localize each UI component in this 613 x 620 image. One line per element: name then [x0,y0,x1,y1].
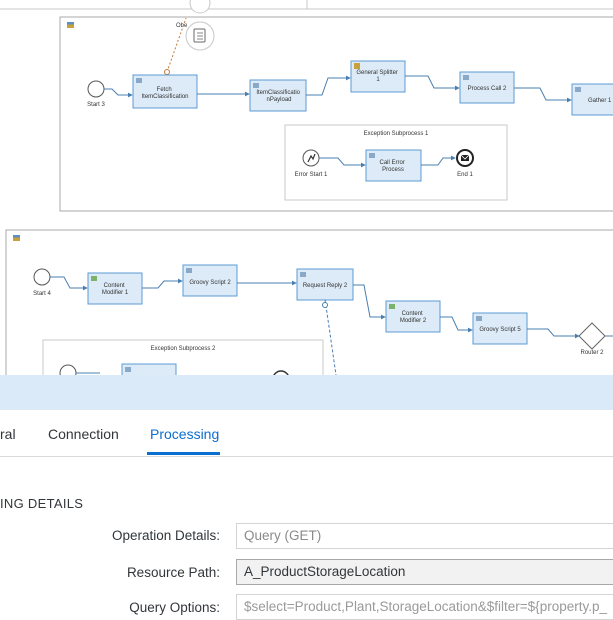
task-call-error-process[interactable] [365,149,422,182]
document-icon [193,28,206,43]
task-icon [91,276,97,281]
properties-header-band [0,375,613,410]
task-label: ItemClassificatio nPayload [256,90,301,103]
lane-2-icon [13,235,20,241]
task-label-line: nPayload [266,97,291,103]
task-fetch-itemclassification[interactable] [132,74,198,109]
task-label-line: ItemClassification [141,94,188,100]
splitter-icon [354,63,360,69]
task-icon [186,268,192,273]
task-icon [575,87,581,92]
task-label: Request Reply 2 [303,283,348,289]
error-start-label: Error Start 1 [295,172,328,178]
lane-1-icon [67,22,74,28]
task-label: Call Error Process [379,160,406,173]
lightning-icon [307,153,316,163]
task-label: Content Modifier 2 [400,311,427,324]
integration-flow-canvas[interactable]: Obe Start 3 Fetch ItemClassification Ite… [0,0,613,375]
task-label-line: Modifier 2 [400,318,427,324]
task-label-line: Call Error [379,160,404,166]
resource-path-field[interactable]: A_ProductStorageLocation [236,559,613,585]
subprocess-2-title: Exception Subprocess 2 [151,346,216,352]
query-options-label: Query Options: [129,600,220,615]
task-label-line: General Splitter [356,70,398,76]
active-tab-indicator [147,452,220,455]
receiver-cut-label: Obe [176,23,188,29]
task-label: Groovy Script 5 [479,327,521,333]
tab-processing[interactable]: Processing [150,426,220,442]
task-label-line: 1 [376,77,380,83]
task-label: Content Modifier 1 [102,283,129,296]
start-event-3[interactable] [87,80,105,98]
task-request-reply-2[interactable] [296,268,354,301]
task-label-line: Content [104,283,125,289]
error-start-event-1[interactable] [302,149,320,167]
task-icon [389,304,395,309]
connector-endpoint [164,69,170,75]
exception-subprocess-2[interactable] [42,339,324,375]
subprocess-title: Exception Subprocess 1 [364,131,429,137]
end-1-label: End 1 [457,172,473,178]
tab-connection[interactable]: Connection [48,426,119,442]
task-label-line: Content [402,311,423,317]
task-label-line: ItemClassificatio [256,90,300,96]
task-label-line: Fetch [157,87,172,93]
start-4-label: Start 4 [33,291,51,297]
task-label: Groovy Script 2 [189,280,231,286]
envelope-icon [461,155,469,161]
task-icon [125,367,131,372]
connector-endpoint [322,302,328,308]
task-icon [463,75,469,80]
properties-tab-bar: ral Connection Processing [0,410,613,457]
task-icon [300,272,306,277]
task-label: Fetch ItemClassification [141,87,188,100]
router-2-gateway[interactable] [578,322,606,350]
operation-details-field[interactable]: Query (GET) [236,523,613,549]
lane-1-icon-bar [67,22,74,25]
resource-path-label: Resource Path: [126,565,220,580]
task-label: Process Call 2 [468,86,507,92]
task-label: Gather 1 [588,98,612,104]
task-label-line: Modifier 1 [102,290,129,296]
task-icon [136,78,142,83]
start-3-label: Start 3 [87,102,105,108]
task-label: General Splitter 1 [356,70,399,83]
operation-details-label: Operation Details: [111,528,220,543]
end-event-2[interactable] [273,370,289,375]
router-2-label: Router 2 [580,350,604,356]
query-options-field[interactable]: $select=Product,Plant,StorageLocation&$f… [236,594,613,620]
task-icon [369,153,375,158]
flow-diagram: Obe Start 3 Fetch ItemClassification Ite… [0,0,613,375]
task-cut-off[interactable] [121,363,177,375]
task-icon [476,316,482,321]
task-label-line: Process [382,167,404,173]
request-reply-connector[interactable] [166,17,187,73]
section-title: ING DETAILS [0,496,84,511]
lane-2-icon-bar [13,235,20,238]
task-icon [253,83,259,88]
receiver-circle-top[interactable] [189,0,211,14]
tab-general[interactable]: ral [0,426,16,442]
start-event-4[interactable] [33,268,51,286]
